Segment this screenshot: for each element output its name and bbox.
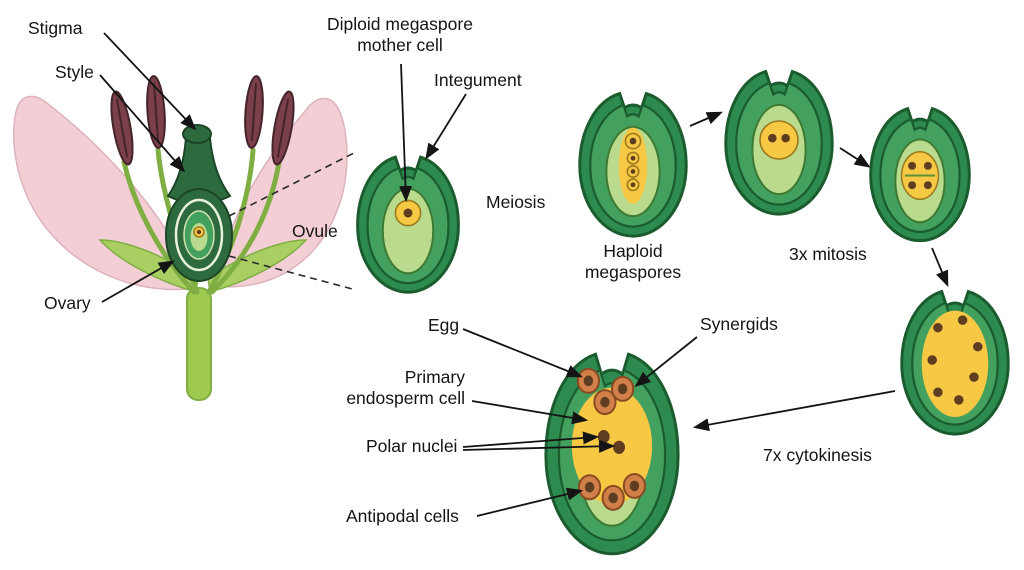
ovary-inner-wall <box>174 198 224 272</box>
nucleus <box>403 208 413 218</box>
polar-nucleus <box>597 430 610 444</box>
anther <box>244 75 264 149</box>
arrow-polar-nucleus-1 <box>462 431 600 448</box>
stamen-filament <box>206 147 256 295</box>
label-line: Haploid <box>603 241 663 261</box>
ovule-in-ovary <box>183 210 215 260</box>
stigma-shape <box>182 124 212 144</box>
label-polar-nuclei: Polar nuclei <box>366 436 458 456</box>
ovule-haploid-megaspores <box>578 92 688 238</box>
label-line: Primary <box>404 367 465 387</box>
label-7x-cytokinesis: 7x cytokinesis <box>763 445 872 465</box>
label-ovule: Ovule <box>292 221 338 241</box>
label-stigma: Stigma <box>28 18 83 38</box>
egg-cell <box>578 369 599 393</box>
label-ovary: Ovary <box>44 293 91 313</box>
synergid-cell <box>594 390 615 414</box>
arrow-primary-endosperm <box>471 400 589 425</box>
label-haploid-megaspores: Haploid megaspores <box>553 241 713 283</box>
label-synergids: Synergids <box>700 314 778 334</box>
label-line: mother cell <box>357 35 443 55</box>
ovule-enlarged <box>356 155 460 294</box>
antipodal-cell <box>624 474 645 498</box>
ovule-two-nuclei-stage <box>724 70 834 216</box>
arrow-to-mature-sac <box>692 390 896 432</box>
label-arrows <box>99 32 698 517</box>
label-line: endosperm cell <box>346 388 465 408</box>
arrow-polar-nucleus-2 <box>462 439 616 453</box>
arrow-mitosis-step <box>839 147 871 168</box>
polar-nucleus <box>613 440 625 454</box>
synergid-cell <box>612 377 633 401</box>
label-diploid-megaspore-mother-cell: Diploid megaspore mother cell <box>310 14 490 56</box>
arrow-egg <box>462 328 584 378</box>
arrow-integument <box>425 93 467 160</box>
arrow-ovary <box>101 260 175 303</box>
petal-right <box>213 97 348 288</box>
pistil <box>165 124 233 282</box>
arrow-to-cytokinesis <box>931 247 949 287</box>
arrow-synergids <box>634 336 698 388</box>
anther <box>271 90 295 166</box>
label-integument: Integument <box>434 70 522 90</box>
arrow-antipodal <box>476 487 584 517</box>
stamen-filament <box>121 159 197 295</box>
arrow-meiosis-to-mitosis <box>689 111 723 127</box>
label-3x-mitosis: 3x mitosis <box>789 244 867 264</box>
label-primary-endosperm-cell: Primary endosperm cell <box>295 367 465 409</box>
flower-illustration <box>13 75 348 401</box>
label-antipodal-cells: Antipodal cells <box>346 506 459 526</box>
label-style: Style <box>55 62 94 82</box>
label-meiosis: Meiosis <box>486 192 546 212</box>
label-egg: Egg <box>428 315 460 335</box>
antipodal-cell <box>579 475 600 499</box>
sepal-right <box>207 239 308 293</box>
stamen-filament <box>209 159 282 295</box>
anther <box>146 75 166 149</box>
embryo-sac-mature <box>543 352 681 556</box>
ovule-four-nuclei-stage <box>869 107 971 242</box>
arrow-diploid-megaspore <box>399 63 412 203</box>
label-line: Diploid megaspore <box>327 14 473 34</box>
flow-arrows <box>689 111 949 432</box>
arrow-stigma <box>103 32 197 131</box>
label-line: megaspores <box>584 262 682 282</box>
dashed-connector-lines <box>228 151 357 291</box>
antipodal-cell <box>603 486 624 510</box>
ovule-eight-nuclei-stage <box>900 290 1010 436</box>
arrow-style <box>99 74 186 173</box>
stem <box>186 287 212 401</box>
